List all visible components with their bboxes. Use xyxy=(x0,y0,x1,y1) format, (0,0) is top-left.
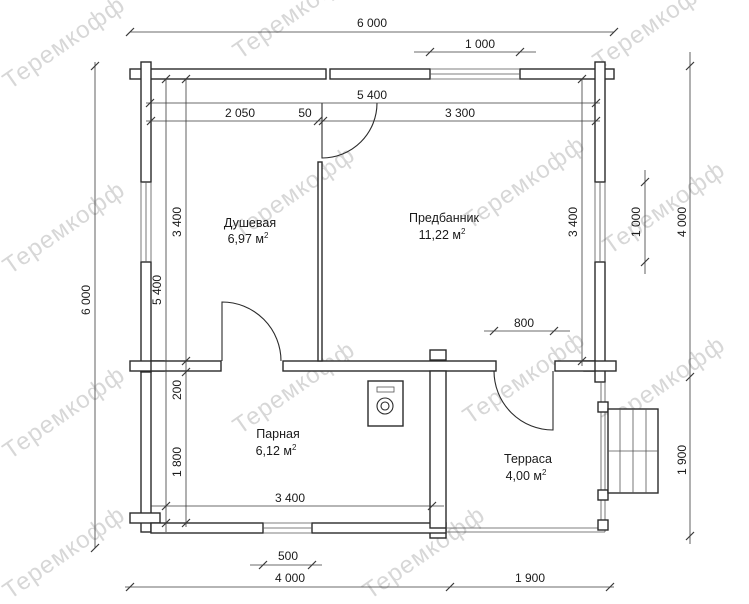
doors xyxy=(221,102,554,431)
room-name-anteroom: Предбанник xyxy=(409,211,480,225)
room-area-shower: 6,97 м2 xyxy=(228,231,269,246)
terrace-post xyxy=(597,519,609,531)
wall-left-lower xyxy=(140,371,152,533)
room-name-shower: Душевая xyxy=(224,216,276,230)
wall-interior-middle xyxy=(282,360,497,372)
dim-right-upper: 4 000 xyxy=(675,207,689,237)
wall-bottom-right xyxy=(311,522,447,534)
dim-door-800: 800 xyxy=(514,316,534,330)
room-name-terrace: Терраса xyxy=(504,452,552,466)
dim-steam-depth: 1 800 xyxy=(170,447,184,477)
dimension-lines xyxy=(90,27,695,592)
wall-top-left xyxy=(129,68,327,80)
terrace-steps xyxy=(607,408,659,494)
door-shower xyxy=(321,102,378,159)
dim-bottom-right: 1 900 xyxy=(515,571,545,585)
walls xyxy=(129,61,617,539)
door-steam-room xyxy=(221,301,282,362)
dimension-labels: 6 000 1 000 5 400 2 050 50 3 300 6 000 5… xyxy=(79,16,689,585)
watermark-text: Теремкофф xyxy=(0,501,130,604)
dim-bottom-left: 4 000 xyxy=(275,571,305,585)
stove-body xyxy=(367,380,404,427)
room-name-steam: Парная xyxy=(256,427,300,441)
dim-bottom-window: 500 xyxy=(278,549,298,563)
door-terrace xyxy=(493,370,554,431)
wall-right-upper xyxy=(594,61,606,183)
watermark-text: Теремкофф xyxy=(598,156,730,260)
stove-burner xyxy=(376,397,394,415)
room-area-anteroom: 11,22 м2 xyxy=(419,227,466,242)
terrace-post xyxy=(597,489,609,501)
room-labels: Душевая 6,97 м2 Предбанник 11,22 м2 Парн… xyxy=(224,211,552,483)
partition-wall xyxy=(317,161,323,362)
dim-right-window: 1 000 xyxy=(629,207,643,237)
dim-inner-total: 5 400 xyxy=(357,88,387,102)
dim-top-window: 1 000 xyxy=(465,37,495,51)
wall-bottom-left xyxy=(150,522,264,534)
stove xyxy=(367,380,404,427)
dim-anteroom-width: 3 300 xyxy=(445,106,475,120)
stove-door xyxy=(376,386,395,393)
watermark-text: Теремкофф xyxy=(0,361,130,465)
wall-steam-right xyxy=(429,370,447,529)
dim-right-lower: 1 900 xyxy=(675,445,689,475)
watermark-text: Теремкофф xyxy=(458,326,590,430)
watermark-text: Теремкофф xyxy=(228,0,360,65)
dim-partition: 50 xyxy=(298,106,312,120)
watermark-text: Теремкофф xyxy=(588,0,720,75)
dim-anteroom-depth: 3 400 xyxy=(566,207,580,237)
dim-shower-width: 2 050 xyxy=(225,106,255,120)
watermark-text: Теремкофф xyxy=(228,336,360,440)
watermark-text: Теремкофф xyxy=(0,176,130,280)
wall-top-middle xyxy=(329,68,431,80)
dim-partition-depth: 200 xyxy=(170,380,184,400)
wall-interior-right xyxy=(554,360,596,372)
room-area-steam: 6,12 м2 xyxy=(256,443,297,458)
watermark-text: Теремкофф xyxy=(358,501,490,604)
log-end xyxy=(429,349,447,361)
dim-steam-width: 3 400 xyxy=(275,491,305,505)
room-area-terrace: 4,00 м2 xyxy=(506,468,547,483)
stove-burner xyxy=(380,401,390,411)
terrace-post xyxy=(597,401,609,413)
dim-top-total: 6 000 xyxy=(357,16,387,30)
dim-left-inner: 5 400 xyxy=(150,275,164,305)
watermark-text: Теремкофф xyxy=(0,0,130,95)
dim-shower-depth: 3 400 xyxy=(170,207,184,237)
dim-left-total: 6 000 xyxy=(79,285,93,315)
log-end xyxy=(129,512,161,524)
